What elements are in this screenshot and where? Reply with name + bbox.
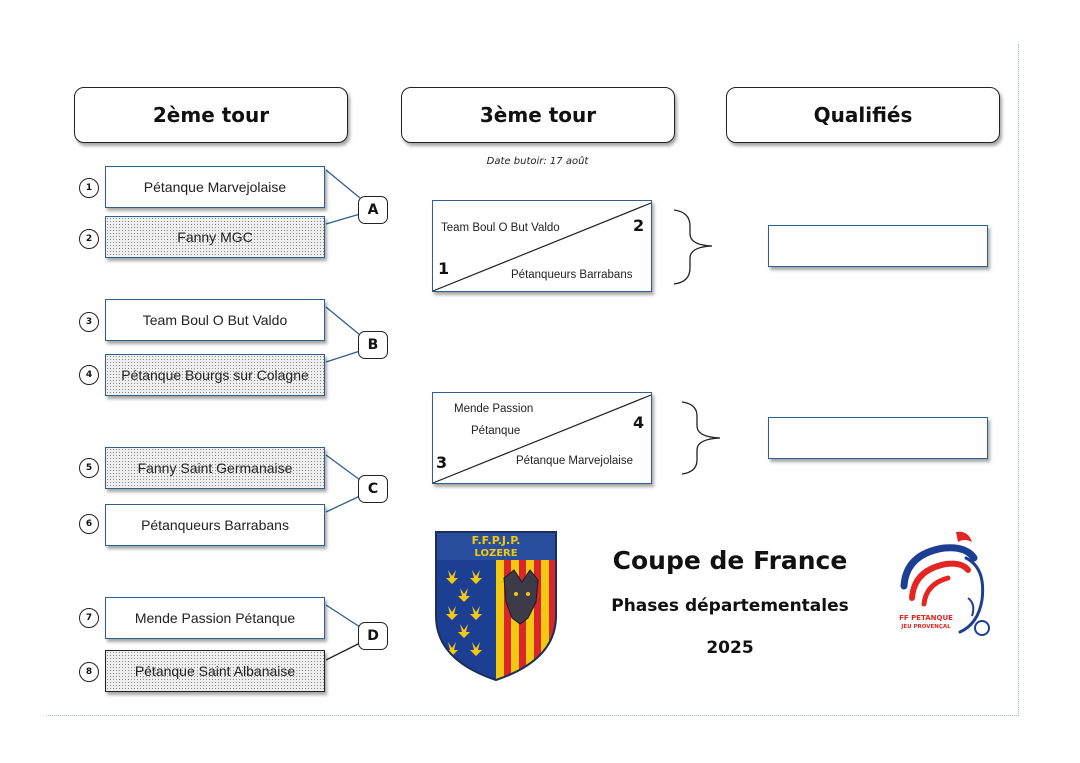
connector-8-d: [325, 642, 361, 661]
header-round-3: 3ème tour: [401, 87, 675, 143]
event-title: Coupe de France: [612, 546, 848, 575]
team-box-8: Pétanque Saint Albanaise: [105, 650, 325, 692]
event-subtitle: Phases départementales: [611, 596, 849, 616]
header-round-3-label: 3ème tour: [479, 103, 597, 127]
brace-match-2: [681, 401, 721, 475]
connector-1-a: [325, 169, 361, 199]
match-2-diagonal: [433, 394, 652, 484]
brace-match-1: [673, 209, 713, 285]
event-year: 2025: [706, 638, 754, 658]
match-1-top-team: Team Boul O But Valdo: [441, 222, 560, 234]
seed-8: 8: [79, 662, 99, 682]
match-box-1: Team Boul O But Valdo 2 1 Pétanqueurs Ba…: [432, 200, 652, 292]
connector-7-d: [325, 604, 361, 628]
header-qualified: Qualifiés: [726, 87, 1000, 143]
ff-petanque-rooster-logo: FF PETANQUE JEU PROVENÇAL: [899, 531, 990, 636]
deadline-note: Date butoir: 17 août: [486, 156, 589, 167]
ff-logo-text-2: JEU PROVENÇAL: [900, 624, 951, 630]
header-round-2: 2ème tour: [74, 87, 348, 143]
group-label-c: C: [358, 475, 388, 503]
team-box-2: Fanny MGC: [105, 216, 325, 258]
page-border-bottom: [46, 715, 1019, 716]
match-2-top-number: 4: [633, 413, 645, 432]
seed-1: 1: [79, 178, 99, 198]
seed-5: 5: [79, 458, 99, 478]
group-label-d: D: [358, 622, 388, 650]
team-box-6: Pétanqueurs Barrabans: [105, 504, 325, 546]
match-1-bottom-number: 1: [438, 259, 450, 278]
group-label-a: A: [358, 196, 388, 224]
match-2-top-team-line2: Pétanque: [471, 425, 521, 437]
header-round-2-label: 2ème tour: [152, 103, 270, 127]
team-box-7: Mende Passion Pétanque: [105, 597, 325, 639]
seed-3: 3: [79, 312, 99, 332]
page-border-right: [1018, 44, 1019, 716]
seed-2: 2: [79, 229, 99, 249]
seed-7: 7: [79, 608, 99, 628]
connector-6-c: [325, 495, 361, 513]
team-box-1: Pétanque Marvejolaise: [105, 166, 325, 208]
ff-logo-text-1: FF PETANQUE: [899, 614, 953, 622]
match-1-top-number: 2: [633, 216, 645, 235]
connector-4-b: [325, 350, 361, 363]
team-box-4: Pétanque Bourgs sur Colagne: [105, 354, 325, 396]
team-box-5: Fanny Saint Germanaise: [105, 447, 325, 489]
match-1-diagonal: [433, 202, 652, 292]
connector-2-a: [325, 213, 361, 225]
match-2-top-team-line1: Mende Passion: [454, 403, 534, 415]
shield-text-ffpjp: F.F.P.J.P.: [472, 534, 521, 547]
qualified-slot-2: [768, 417, 988, 459]
connector-5-c: [325, 454, 361, 481]
qualified-slot-1: [768, 225, 988, 267]
match-2-bottom-number: 3: [436, 453, 448, 472]
match-box-2: Mende Passion Pétanque 4 3 Pétanque Marv…: [432, 392, 652, 484]
match-2-bottom-team: Pétanque Marvejolaise: [516, 455, 633, 467]
team-box-3: Team Boul O But Valdo: [105, 299, 325, 341]
group-label-b: B: [358, 331, 388, 359]
connector-3-b: [325, 306, 361, 336]
seed-4: 4: [79, 365, 99, 385]
seed-6: 6: [79, 514, 99, 534]
ffpjp-lozere-shield-logo: F.F.P.J.P. LOZERE: [435, 531, 557, 682]
match-1-bottom-team: Pétanqueurs Barrabans: [511, 269, 633, 281]
header-qualified-label: Qualifiés: [813, 103, 913, 127]
shield-text-lozere: LOZERE: [474, 548, 517, 559]
